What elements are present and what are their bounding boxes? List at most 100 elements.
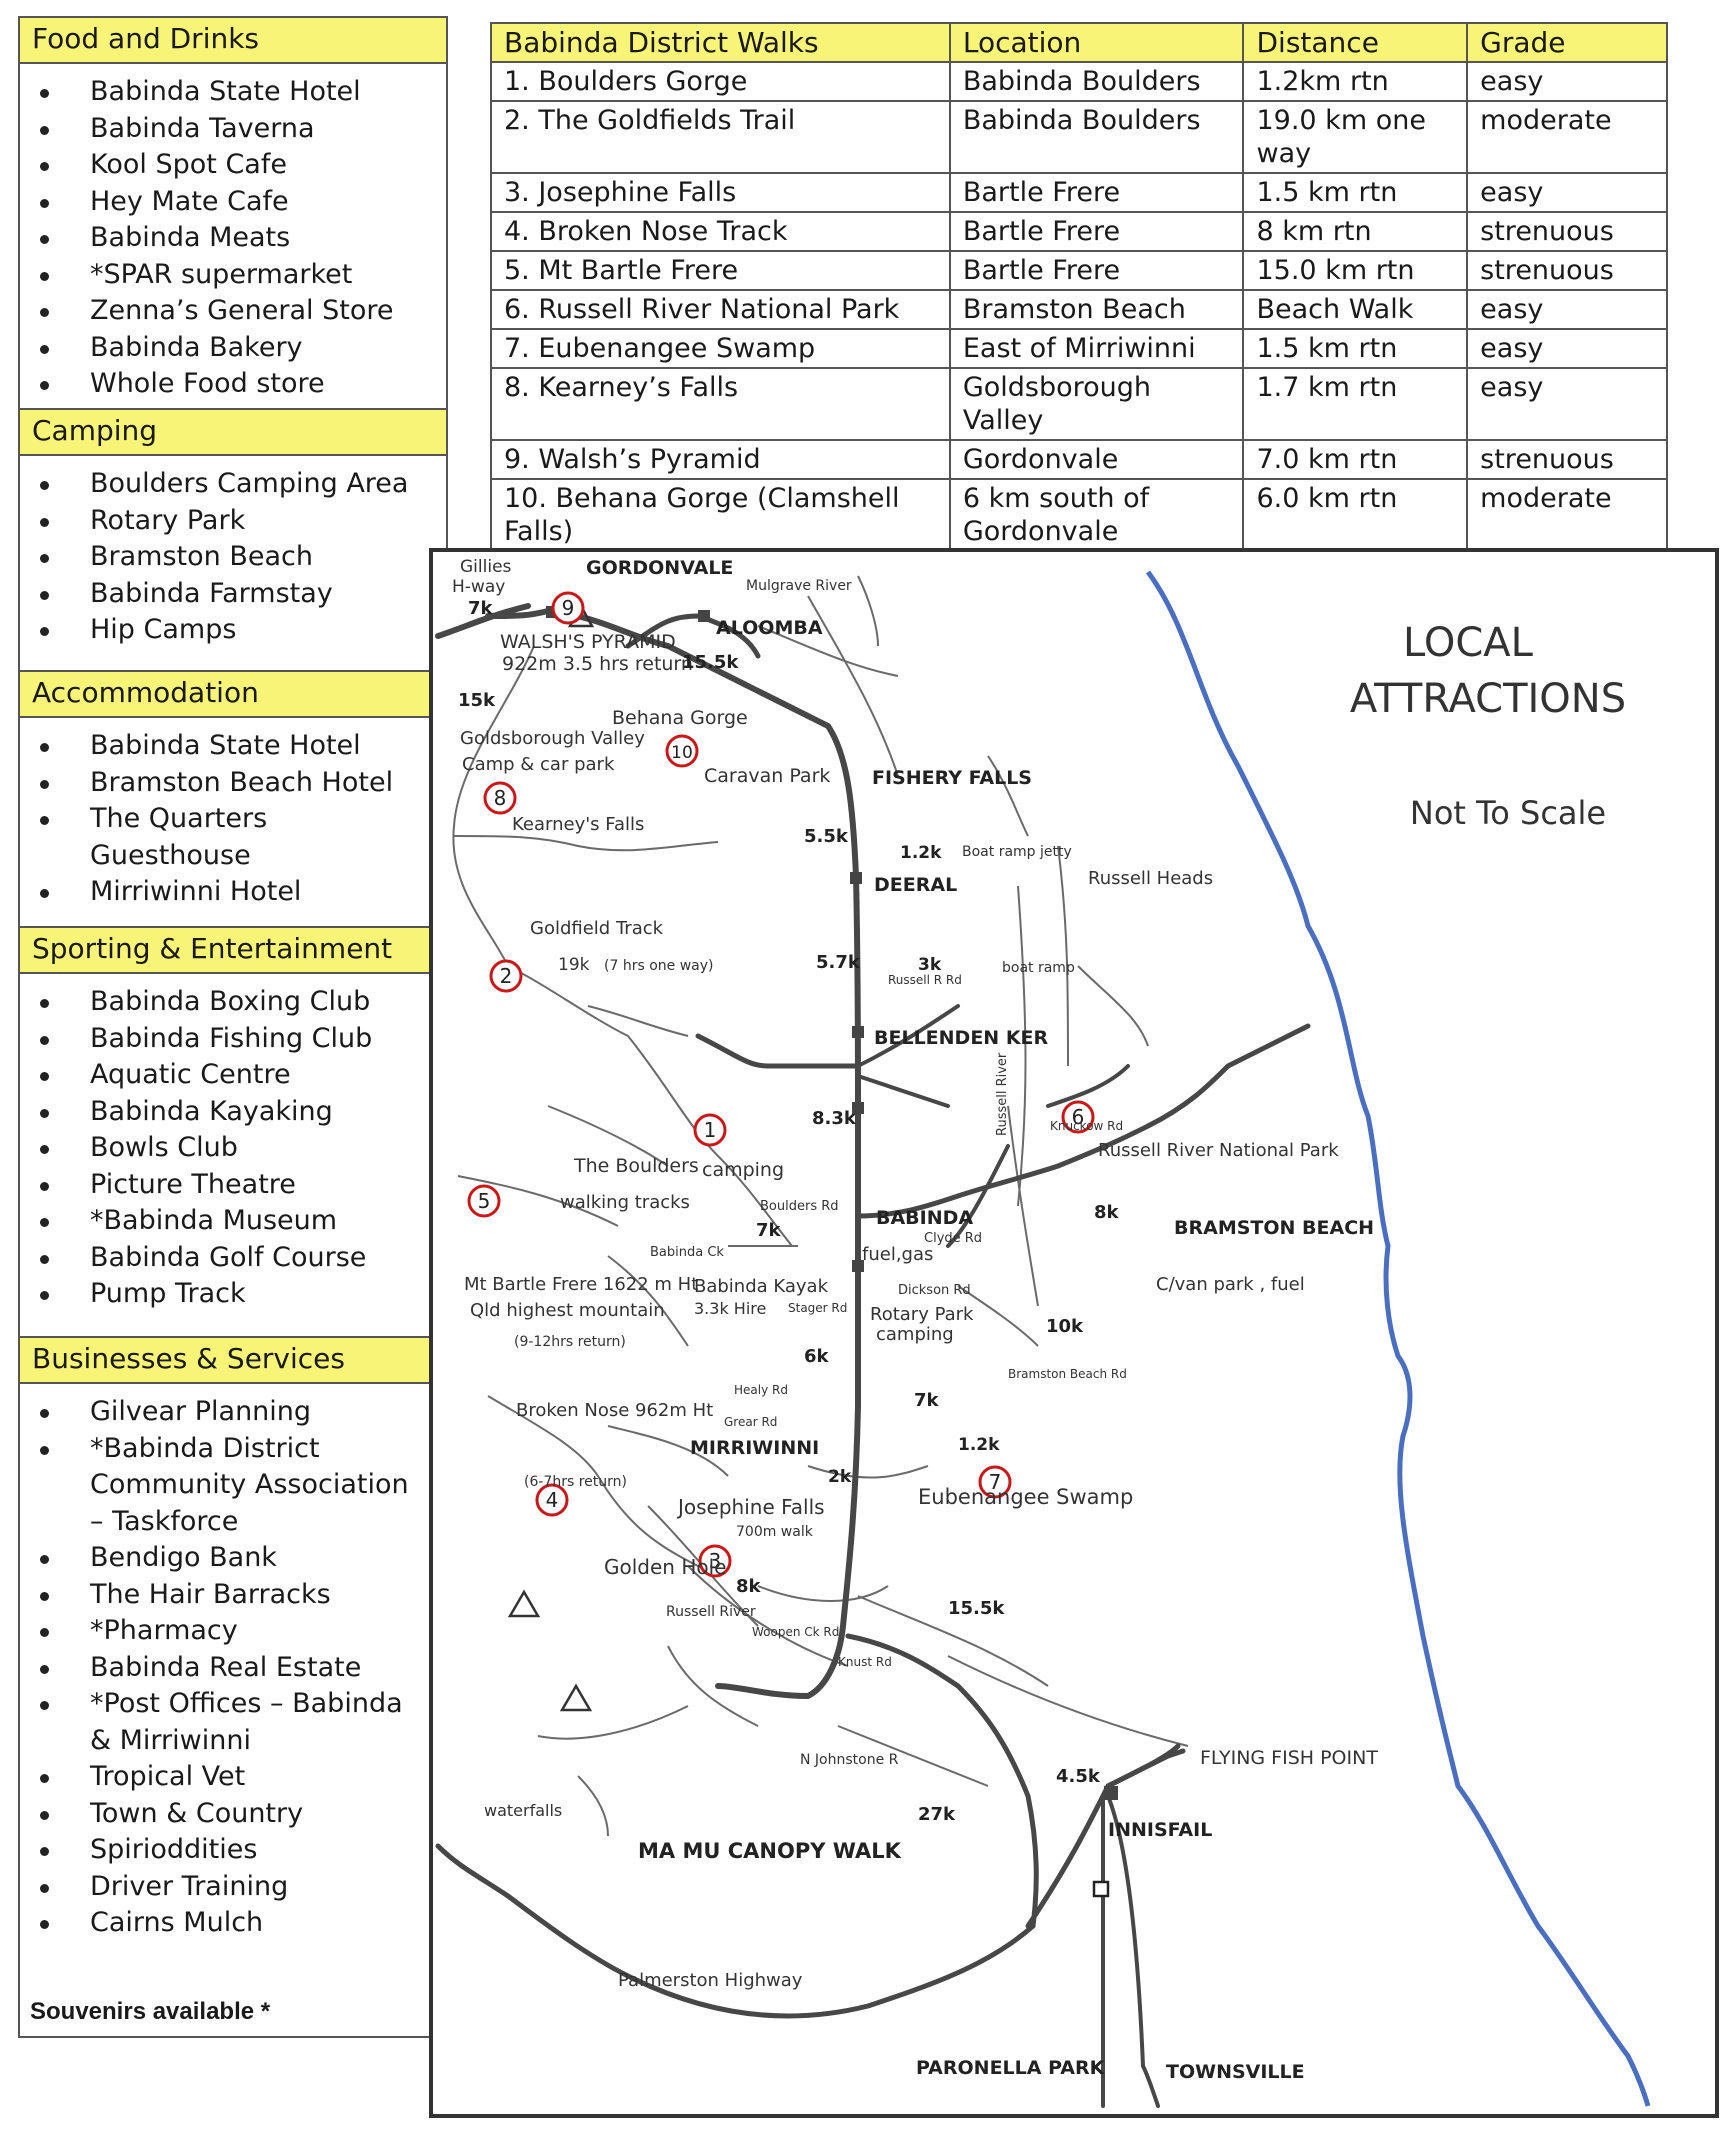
map-label: Broken Nose 962m Ht — [516, 1400, 713, 1421]
map-label: Knuckow Rd — [1050, 1119, 1123, 1133]
table-cell: Gordonvale — [948, 439, 1245, 480]
map-label: Josephine Falls — [676, 1495, 825, 1519]
walk-marker-circle — [978, 1465, 1012, 1499]
map-label: Caravan Park — [704, 765, 830, 787]
list-item: Pump Track — [20, 1276, 446, 1313]
walks-table: Babinda District Walks Location Distance… — [490, 22, 1668, 552]
map-label: 7k — [468, 598, 494, 619]
table-cell: strenuous — [1466, 211, 1668, 252]
town-label: ALOOMBA — [716, 617, 823, 639]
section-title-businesses: Businesses & Services — [20, 1336, 446, 1384]
map-label: 3.3k Hire — [694, 1299, 766, 1318]
walk-marker-circle — [467, 1184, 501, 1218]
walk-marker-circle — [698, 1544, 732, 1578]
map-label: 3k — [918, 955, 942, 975]
table-cell: 1.5 km rtn — [1242, 172, 1469, 213]
map-label: 7k — [914, 1390, 940, 1411]
map-label: C/van park , fuel — [1156, 1274, 1305, 1295]
map-label: 8.3k — [812, 1108, 857, 1129]
walking-tracks — [452, 575, 1189, 1837]
food-list: Babinda State Hotel Babinda Taverna Kool… — [20, 64, 446, 403]
column-header: Distance — [1242, 22, 1469, 63]
list-item: Cairns Mulch — [20, 1905, 446, 1942]
businesses-list: Gilvear Planning *Babinda District Commu… — [20, 1384, 446, 1942]
table-cell: 6 km south of Gordonvale — [948, 478, 1245, 552]
table-cell: 8 km rtn — [1242, 211, 1469, 252]
map-label: Palmerston Highway — [618, 1970, 803, 1991]
table-cell: easy — [1466, 289, 1668, 330]
table-cell: easy — [1466, 172, 1668, 213]
map-label: (7 hrs one way) — [604, 958, 713, 974]
table-cell: Goldsborough Valley — [948, 367, 1245, 441]
map-label: Golden Hole — [604, 1555, 726, 1579]
list-item: Town & Country — [20, 1796, 446, 1833]
table-cell: 7. Eubenangee Swamp — [490, 328, 951, 369]
map-label: camping — [876, 1324, 954, 1345]
column-header: Grade — [1466, 22, 1668, 63]
list-item: Hey Mate Cafe — [20, 184, 446, 221]
town-label: BABINDA — [876, 1207, 973, 1229]
list-item: Driver Training — [20, 1869, 446, 1906]
list-item: Rotary Park — [20, 503, 446, 540]
walk-marker-number: 10 — [671, 743, 693, 763]
roads — [435, 603, 1311, 2108]
walk-marker-number: 2 — [500, 964, 513, 988]
accommodation-section: Accommodation Babinda State Hotel Bramst… — [18, 670, 448, 928]
mountain-icon — [507, 1589, 541, 1618]
table-cell: 1. Boulders Gorge — [490, 61, 951, 102]
sporting-list: Babinda Boxing Club Babinda Fishing Club… — [20, 974, 446, 1313]
table-cell: strenuous — [1466, 439, 1668, 480]
table-cell: Beach Walk — [1242, 289, 1469, 330]
town-label: PARONELLA PARK — [916, 2057, 1106, 2079]
town-label: MA MU CANOPY WALK — [638, 1839, 902, 1863]
list-item: The Quarters — [20, 801, 446, 838]
walk-marker-number: 1 — [704, 1118, 717, 1142]
map-label: 15.5k — [948, 1598, 1005, 1619]
table-cell: Bartle Frere — [948, 172, 1245, 213]
table-header-row: Babinda District Walks Location Distance… — [490, 22, 1668, 63]
list-item: Community Association — [90, 1469, 409, 1500]
map-label: 6k — [804, 1346, 830, 1367]
map-label: Grear Rd — [724, 1415, 777, 1429]
map-label: Goldsborough Valley — [460, 728, 645, 749]
map-title-attractions: ATTRACTIONS — [1350, 676, 1626, 722]
town-label: FISHERY FALLS — [872, 767, 1032, 789]
canopy-walk-icon — [1092, 1880, 1110, 1898]
table-cell: Bartle Frere — [948, 211, 1245, 252]
coastline — [1145, 570, 1651, 2107]
list-item: *Pharmacy — [20, 1613, 446, 1650]
map-title-local: LOCAL — [1403, 620, 1534, 666]
table-cell: 6.0 km rtn — [1242, 478, 1469, 552]
map-label: 7k — [756, 1220, 782, 1241]
list-item: Spirioddities — [20, 1832, 446, 1869]
map-label: Boulders Rd — [760, 1199, 839, 1214]
map-label: 8k — [1094, 1202, 1120, 1223]
map-label: Babinda Kayak — [694, 1276, 829, 1297]
map-label: waterfalls — [484, 1801, 562, 1820]
list-item: – Taskforce — [90, 1505, 239, 1537]
walk-marker-number: 9 — [562, 596, 575, 620]
table-cell: 6. Russell River National Park — [490, 289, 951, 330]
walk-marker-circle — [665, 734, 699, 768]
table-cell: 1.5 km rtn — [1242, 328, 1469, 369]
table-cell: 8. Kearney’s Falls — [490, 367, 951, 441]
map-label: Woopen Ck Rd — [752, 1625, 839, 1639]
food-drinks-section: Food and Drinks Babinda State Hotel Babi… — [18, 16, 448, 412]
list-item: Bendigo Bank — [20, 1540, 446, 1577]
table-cell: strenuous — [1466, 250, 1668, 291]
sporting-section: Sporting & Entertainment Babinda Boxing … — [18, 926, 448, 1338]
list-item: Boulders Camping Area — [20, 466, 446, 503]
walk-marker-number: 3 — [709, 1549, 722, 1573]
list-item: Babinda Real Estate — [20, 1650, 446, 1687]
map-label: Clyde Rd — [924, 1231, 982, 1246]
map-label: 4.5k — [1056, 1766, 1101, 1787]
map-label: 922m 3.5 hrs return — [502, 653, 693, 675]
map-label: Mulgrave River — [746, 578, 852, 594]
camping-section: Camping Boulders Camping Area Rotary Par… — [18, 408, 448, 672]
